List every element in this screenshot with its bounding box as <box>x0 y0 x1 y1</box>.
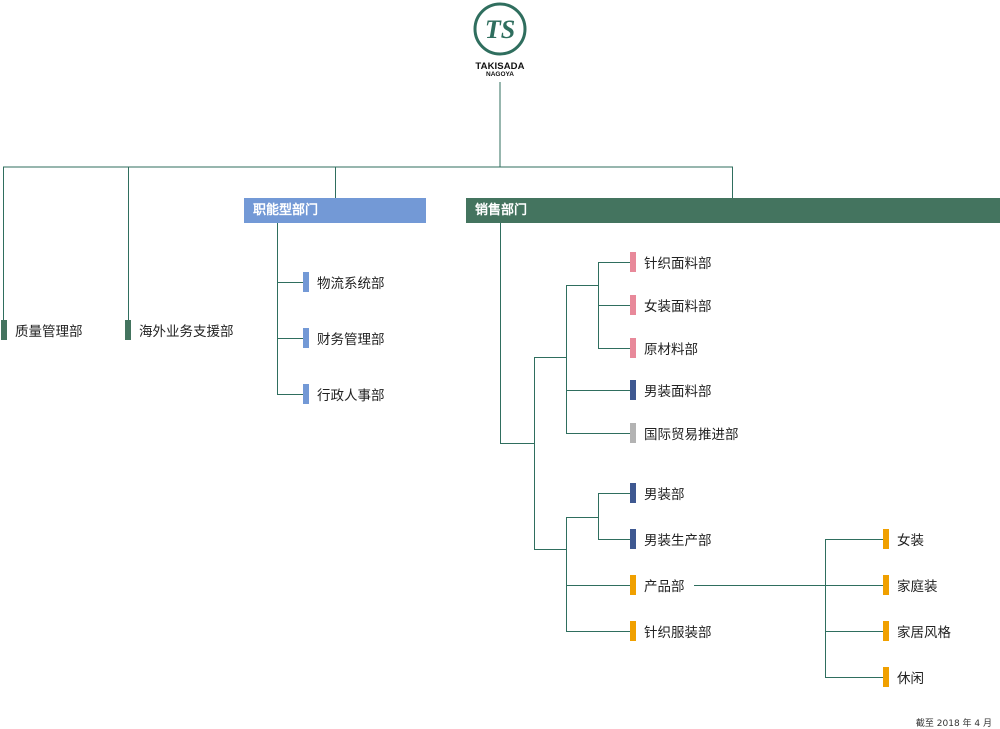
node-marker <box>303 384 309 404</box>
node-marker <box>630 252 636 272</box>
unit-label: 男装部 <box>644 487 685 503</box>
unit-label: 女装面料部 <box>644 299 712 315</box>
unit-label: 产品部 <box>644 579 685 595</box>
node-marker <box>125 320 131 340</box>
node-marker <box>303 272 309 292</box>
company-logo: TS TAKISADA NAGOYA <box>462 2 538 82</box>
unit-label: 行政人事部 <box>317 388 385 404</box>
dept-overseas: 海外业务支援部 <box>125 320 234 340</box>
unit-label: 财务管理部 <box>317 332 385 348</box>
functional-unit: 物流系统部 <box>303 272 385 292</box>
node-marker <box>883 621 889 641</box>
functional-unit: 财务管理部 <box>303 328 385 348</box>
sales-unit: 国际贸易推进部 <box>630 423 739 443</box>
node-marker <box>883 667 889 687</box>
product-line: 女装 <box>883 529 924 549</box>
svg-text:TS: TS <box>485 15 515 44</box>
unit-label: 男装面料部 <box>644 384 712 400</box>
unit-label: 国际贸易推进部 <box>644 427 739 443</box>
product-line-label: 休闲 <box>897 671 924 687</box>
product-line: 家庭装 <box>883 575 938 595</box>
sales-unit: 针织面料部 <box>630 252 712 272</box>
product-line-label: 女装 <box>897 533 924 549</box>
unit-label: 原材料部 <box>644 342 698 358</box>
functional-unit: 行政人事部 <box>303 384 385 404</box>
node-marker <box>630 338 636 358</box>
node-marker <box>1 320 7 340</box>
unit-label: 男装生产部 <box>644 533 712 549</box>
node-marker <box>630 423 636 443</box>
product-line-label: 家庭装 <box>897 579 938 595</box>
functional-header: 职能型部门 <box>244 198 426 223</box>
node-marker <box>630 529 636 549</box>
node-marker <box>630 621 636 641</box>
sales-unit: 女装面料部 <box>630 295 712 315</box>
unit-label: 针织服装部 <box>644 625 712 641</box>
node-marker <box>630 483 636 503</box>
sales-unit: 男装生产部 <box>630 529 712 549</box>
sales-unit: 男装部 <box>630 483 685 503</box>
dept-quality-label: 质量管理部 <box>15 324 83 340</box>
dept-overseas-label: 海外业务支援部 <box>139 324 234 340</box>
node-marker <box>303 328 309 348</box>
sales-unit: 男装面料部 <box>630 380 712 400</box>
ts-logo-icon: TS <box>473 2 527 56</box>
node-marker <box>883 575 889 595</box>
product-line: 休闲 <box>883 667 924 687</box>
footer-date: 截至 2018 年 4 月 <box>915 719 992 729</box>
node-marker <box>630 575 636 595</box>
sales-unit: 原材料部 <box>630 338 698 358</box>
logo-name: TAKISADA <box>475 61 525 72</box>
node-marker <box>630 295 636 315</box>
product-line: 家居风格 <box>883 621 951 641</box>
unit-label: 物流系统部 <box>317 276 385 292</box>
node-marker <box>630 380 636 400</box>
sales-header: 销售部门 <box>466 198 1000 223</box>
node-marker <box>883 529 889 549</box>
sales-unit: 产品部 <box>630 575 685 595</box>
unit-label: 针织面料部 <box>644 256 712 272</box>
sales-unit: 针织服装部 <box>630 621 712 641</box>
logo-subname: NAGOYA <box>486 71 514 78</box>
product-line-label: 家居风格 <box>897 625 951 641</box>
dept-quality: 质量管理部 <box>1 320 83 340</box>
